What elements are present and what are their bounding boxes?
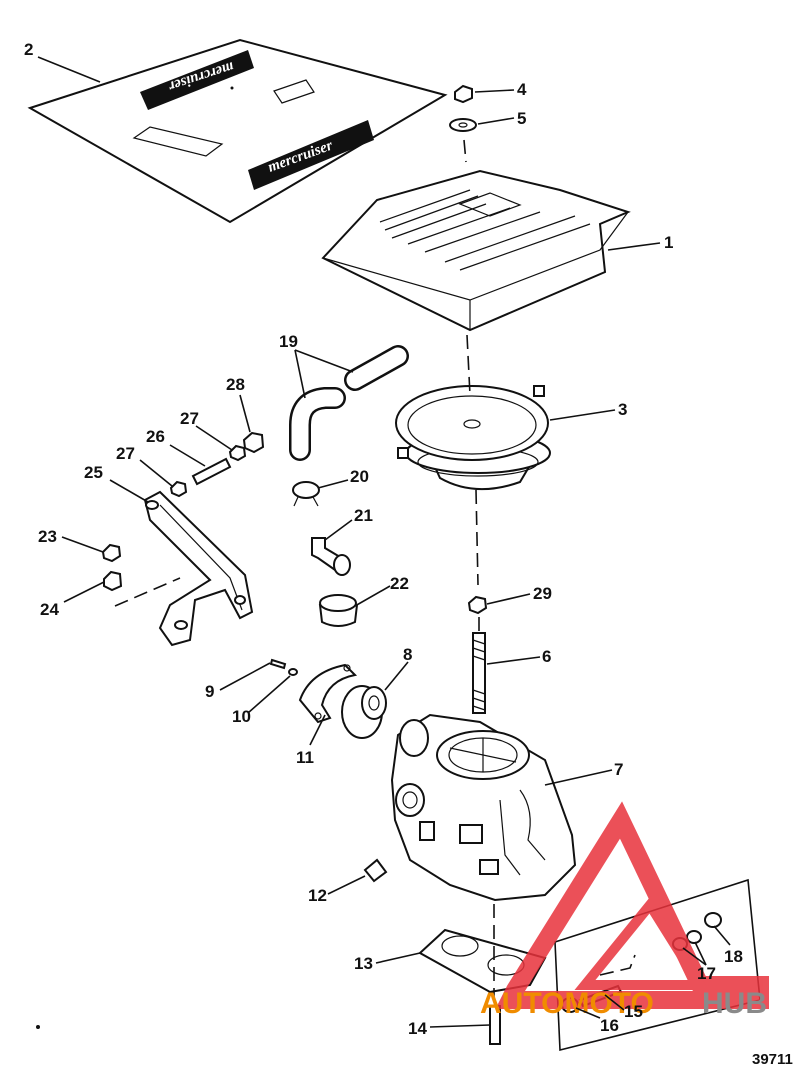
choke-diaphragm	[341, 685, 387, 739]
stud-26	[191, 457, 232, 486]
callout-16: 16	[600, 1016, 619, 1035]
callout-17: 17	[697, 964, 716, 983]
stud-6	[472, 632, 486, 714]
vent-hose	[289, 345, 409, 461]
leader-lines	[37, 56, 731, 1028]
flame-arrestor-cover	[321, 169, 631, 332]
callout-22: 22	[390, 574, 409, 593]
decal-strip-top	[140, 50, 254, 110]
callout-7: 7	[614, 760, 623, 779]
callout-28: 28	[226, 375, 245, 394]
watermark-triangle-icon	[495, 801, 769, 1009]
nut-27-lower	[169, 480, 188, 498]
callout-27-upper: 27	[180, 409, 199, 428]
hose-clamp	[292, 481, 320, 507]
speck-mark	[36, 1025, 40, 1029]
decal-sheet: mercruiser mercruiser	[27, 38, 448, 224]
washer-5	[449, 118, 477, 132]
callout-4: 4	[517, 80, 527, 99]
flame-arrestor	[395, 385, 551, 491]
callout-2: 2	[24, 40, 33, 59]
choke-bracket	[298, 663, 358, 724]
callout-11: 11	[296, 748, 314, 767]
watermark-logo	[495, 801, 769, 1009]
callout-13: 13	[354, 954, 373, 973]
plug	[318, 594, 359, 627]
bracket-alignment-line	[114, 577, 181, 607]
elbow-fitting	[311, 537, 351, 576]
watermark-text-right: HUB	[702, 987, 767, 1020]
washer-10	[288, 668, 298, 676]
carburetor	[390, 713, 577, 902]
callout-19: 19	[279, 332, 298, 351]
callout-25: 25	[84, 463, 103, 482]
callout-labels: 1 2 3 4 5 6 7 8 9 10 11 12 13 14 15 16 1…	[24, 40, 743, 1038]
nut-28	[242, 431, 265, 454]
callout-6: 6	[542, 647, 551, 666]
nut-29	[467, 595, 488, 615]
watermark-text-left: AUTOMOTO	[480, 987, 654, 1020]
speck-mark	[230, 86, 234, 90]
callout-29: 29	[533, 584, 552, 603]
callout-20: 20	[350, 467, 369, 486]
callout-8: 8	[403, 645, 412, 664]
throttle-bracket	[143, 490, 254, 647]
callout-14: 14	[408, 1019, 427, 1038]
fitting-12	[363, 858, 388, 883]
callout-18: 18	[724, 947, 743, 966]
callout-12: 12	[308, 886, 327, 905]
nut-4	[454, 84, 473, 104]
nut-23	[101, 543, 122, 563]
nut-24	[103, 570, 123, 592]
callout-15: 15	[624, 1002, 643, 1021]
screw-9	[269, 658, 287, 670]
centerline-cover	[466, 334, 471, 396]
callout-1: 1	[664, 233, 673, 252]
centerline-top	[463, 139, 467, 163]
watermark-inner-triangle-icon	[574, 896, 710, 990]
callout-10: 10	[232, 707, 251, 726]
callout-23: 23	[38, 527, 57, 546]
nut-27-upper	[228, 444, 247, 462]
decal-strip-bottom	[248, 120, 374, 190]
callout-5: 5	[517, 109, 526, 128]
centerline-arrestor	[475, 489, 479, 586]
callout-24: 24	[40, 600, 59, 619]
callout-9: 9	[205, 682, 214, 701]
figure-number: 39711	[752, 1051, 793, 1067]
callout-21: 21	[354, 506, 373, 525]
callout-26: 26	[146, 427, 165, 446]
callout-27-lower: 27	[116, 444, 135, 463]
callout-3: 3	[618, 400, 627, 419]
